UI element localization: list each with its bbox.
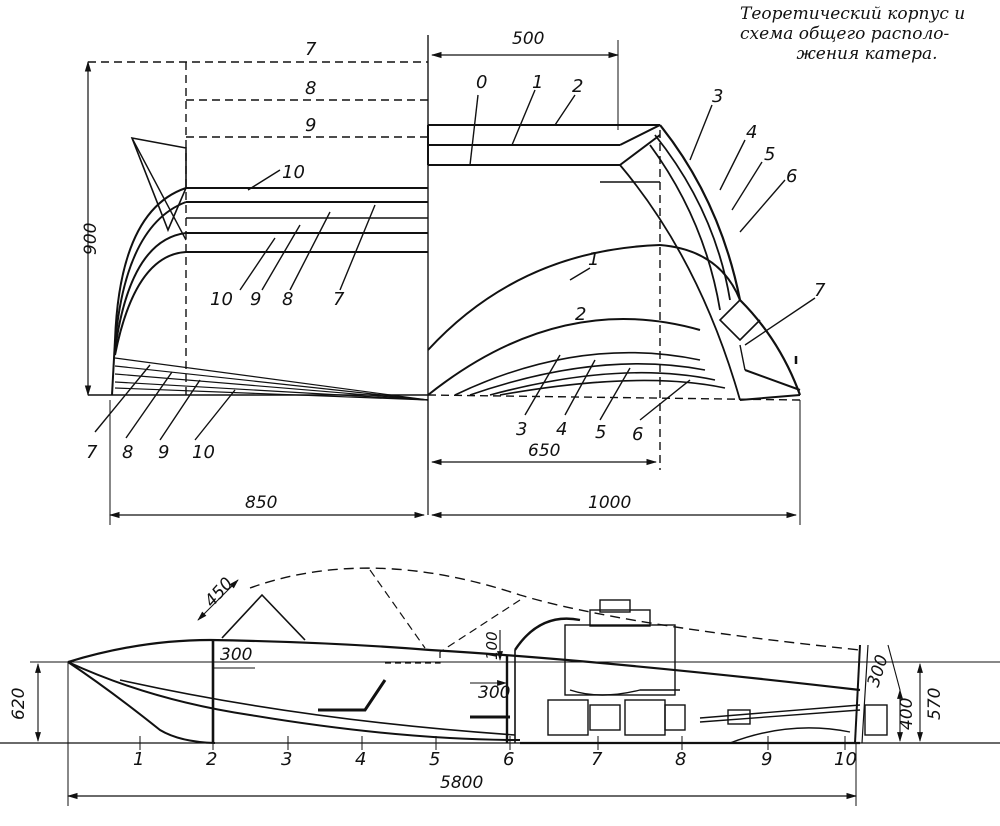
fwd-top-label: 2	[572, 76, 583, 97]
fwd-top-label: 1	[532, 72, 543, 93]
fwd-top-label: 0	[476, 72, 487, 93]
dim-transom: 400	[897, 698, 917, 730]
aft-bottom-label: 7	[86, 442, 98, 463]
dim-inner: 650	[528, 441, 560, 461]
dim-height: 900	[81, 223, 101, 255]
caption-line-1: Теоретический корпус и	[740, 4, 966, 24]
dim-depth-aft: 570	[925, 688, 945, 720]
caption-line-2: схема общего располо-	[740, 24, 950, 44]
aft-bottom-label: 8	[122, 442, 133, 463]
aft-section-label: 8	[282, 289, 293, 310]
dim-fwd-half: 1000	[588, 493, 631, 513]
dim-transom-top: 300	[864, 653, 893, 690]
dim-length: 5800	[440, 773, 483, 793]
figure-caption: Теоретический корпус и схема общего расп…	[740, 4, 994, 64]
body-plan-labels: 500 900 850 1000 650 7 8 9 10 10 9 8 7 7…	[81, 29, 826, 513]
fwd-side-label: 5	[764, 144, 775, 165]
dim-aft-half: 850	[245, 493, 277, 513]
dim-windshield: 450	[201, 574, 238, 612]
fwd-bottom-label: 5	[595, 422, 606, 443]
side-profile	[0, 567, 1000, 806]
fwd-bottom-label: 6	[632, 424, 643, 445]
dim-depth-fwd: 620	[9, 688, 29, 720]
fwd-side-label: 6	[786, 166, 797, 187]
station-label: 1	[133, 749, 144, 770]
waterline-label: 7	[305, 39, 317, 60]
fwd-curve-label: 2	[575, 304, 586, 325]
station-label: 9	[761, 749, 772, 770]
fwd-bottom-label: 4	[556, 419, 567, 440]
fwd-side-label: 7	[814, 280, 826, 301]
station-label: 4	[355, 749, 366, 770]
aft-section-label: 10	[210, 289, 233, 310]
station-label: 3	[281, 749, 292, 770]
fwd-curve-label: 1	[588, 249, 599, 270]
station-label: 2	[206, 749, 217, 770]
aft-bottom-label: 10	[192, 442, 215, 463]
station-label: 7	[591, 749, 603, 770]
fwd-side-label: 4	[746, 122, 757, 143]
waterline-label: 8	[305, 78, 316, 99]
caption-line-3: жения катера.	[796, 44, 938, 64]
aft-section-label: 9	[250, 289, 261, 310]
station-label: 10	[834, 749, 857, 770]
fwd-bottom-label: 3	[516, 419, 527, 440]
dim-cockpit: 300	[220, 645, 252, 665]
waterline-label: 9	[305, 115, 316, 136]
dim-seat: 300	[478, 683, 510, 703]
dim-coaming: 100	[483, 631, 501, 660]
dim-width-top: 500	[512, 29, 544, 49]
waterline-label: 10	[282, 162, 305, 183]
station-label: 6	[503, 749, 514, 770]
aft-bottom-label: 9	[158, 442, 169, 463]
aft-section-label: 7	[333, 289, 345, 310]
body-plan	[84, 35, 816, 525]
station-label: 5	[429, 749, 440, 770]
engine	[547, 599, 888, 744]
station-label: 8	[675, 749, 686, 770]
fwd-side-label: 3	[712, 86, 723, 107]
